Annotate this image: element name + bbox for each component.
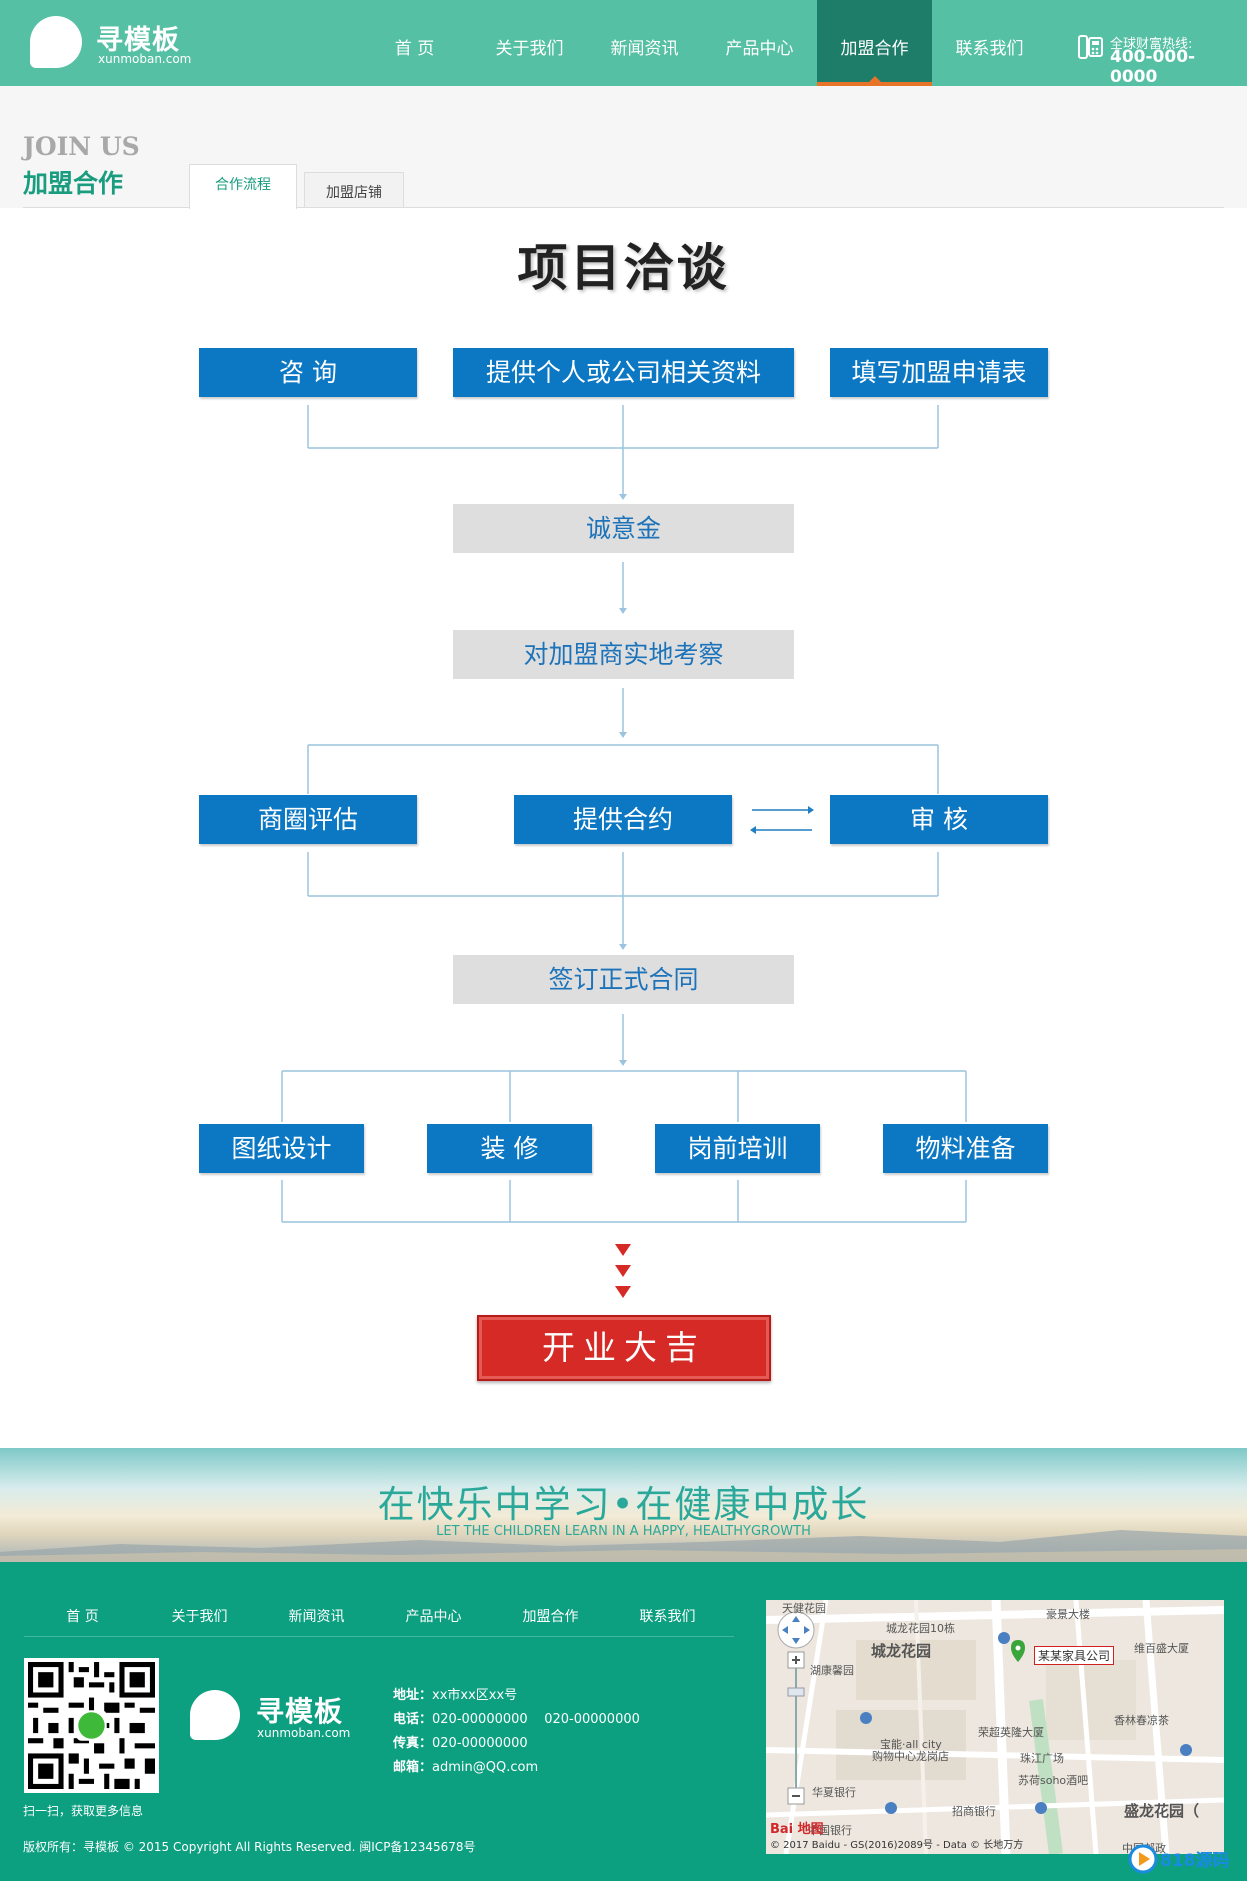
map-label: 豪景大楼 — [1046, 1608, 1090, 1621]
address-value: xx市xx区xx号 — [432, 1688, 518, 1703]
footer-nav-contact[interactable]: 联系我们 — [639, 1609, 696, 1625]
phone-label: 电话： — [393, 1712, 433, 1727]
step-provide-contract: 提供合约 — [514, 795, 732, 844]
map-company-label[interactable]: 某某家具公司 — [1034, 1646, 1115, 1665]
map-label: 苏荷soho酒吧 — [1018, 1774, 1089, 1787]
step-sign-contract: 签订正式合同 — [453, 955, 794, 1004]
fax-value: 020-00000000 — [432, 1736, 528, 1751]
source-watermark: 818源码 — [1128, 1844, 1238, 1874]
hotline: 全球财富热线: 400-000-0000 — [1076, 30, 1241, 87]
step-grand-opening: 开业大吉 — [477, 1315, 771, 1381]
email-label: 邮箱： — [393, 1760, 433, 1775]
footer-logo-subtitle: xunmoban.com — [257, 1726, 351, 1740]
qr-caption: 扫一扫，获取更多信息 — [23, 1804, 144, 1818]
phone-row: 电话：020-00000000 020-00000000 — [393, 1708, 640, 1732]
flow-connectors — [281, 405, 967, 1298]
main-nav: 首 页 关于我们 新闻资讯 产品中心 加盟合作 联系我们 — [357, 0, 1047, 86]
logo-title: 寻模板 — [96, 25, 180, 56]
map-label: 荣超英隆大厦 — [978, 1726, 1044, 1739]
logo-bubble-icon — [30, 16, 82, 68]
nav-home[interactable]: 首 页 — [394, 39, 435, 59]
map-copyright: © 2017 Baidu - GS(2016)2089号 - Data © 长地… — [770, 1840, 1024, 1851]
address-row: 地址：xx市xx区xx号 — [393, 1684, 640, 1708]
map-label: 招商银行 — [952, 1805, 996, 1818]
step-drawing-design: 图纸设计 — [199, 1124, 364, 1173]
email-row: 邮箱：admin@QQ.com — [393, 1756, 640, 1780]
map-pin-icon — [1011, 1640, 1025, 1662]
footer-nav-join[interactable]: 加盟合作 — [522, 1609, 579, 1625]
map-label: 华夏银行 — [812, 1786, 856, 1799]
map-label: 湖康馨园 — [810, 1664, 854, 1677]
map-label: 维百盛大厦 — [1134, 1642, 1189, 1655]
footer-nav: 首 页 关于我们 新闻资讯 产品中心 加盟合作 联系我们 — [24, 1606, 734, 1632]
copyright: 版权所有：寻模板 © 2015 Copyright All Rights Res… — [23, 1840, 476, 1854]
hotline-label: 全球财富热线: — [1110, 37, 1193, 52]
location-map[interactable]: 天健花园 豪景大楼 城龙花园10栋 城龙花园 湖康馨园 维百盛大厦 香林春凉茶 … — [766, 1600, 1224, 1854]
map-label: 城龙花园10栋 — [886, 1622, 955, 1635]
map-label: 宝能·all city — [880, 1738, 942, 1751]
map-label: 中国银行 — [808, 1824, 852, 1837]
map-label: 天健花园 — [782, 1602, 826, 1615]
slogan-cn: 在快乐中学习•在健康中成长 — [377, 1483, 870, 1526]
nav-contact[interactable]: 联系我们 — [955, 39, 1024, 59]
mountain-decoration — [0, 1530, 1247, 1562]
nav-news[interactable]: 新闻资讯 — [610, 39, 679, 59]
tab-process[interactable]: 合作流程 — [189, 164, 297, 209]
step-decoration: 装 修 — [427, 1124, 592, 1173]
step-review: 审 核 — [830, 795, 1048, 844]
play-logo-icon — [1128, 1844, 1158, 1874]
email-value[interactable]: admin@QQ.com — [432, 1760, 539, 1775]
fax-label: 传真： — [393, 1736, 433, 1751]
footer-logo-bubble-icon — [190, 1690, 240, 1740]
tab-stores[interactable]: 加盟店铺 — [304, 172, 404, 208]
watermark-text: 818源码 — [1160, 1851, 1230, 1871]
section-divider — [23, 207, 1224, 208]
step-material-prep: 物料准备 — [883, 1124, 1048, 1173]
map-label: 城龙花园 — [871, 1642, 932, 1660]
footer-nav-about[interactable]: 关于我们 — [171, 1609, 228, 1625]
nav-products[interactable]: 产品中心 — [725, 39, 794, 59]
footer-nav-news[interactable]: 新闻资讯 — [288, 1609, 345, 1625]
baidu-map-logo: Bai 地图 — [770, 1822, 824, 1837]
site-footer: 首 页 关于我们 新闻资讯 产品中心 加盟合作 联系我们 — [0, 1562, 1247, 1881]
footer-nav-products[interactable]: 产品中心 — [405, 1609, 462, 1625]
map-label: 香林春凉茶 — [1114, 1714, 1169, 1727]
wechat-qr-code — [24, 1658, 159, 1793]
footer-logo[interactable]: 寻模板 xunmoban.com — [190, 1690, 360, 1750]
fax-row: 传真：020-00000000 — [393, 1732, 640, 1756]
slogan-en: LET THE CHILDREN LEARN IN A HAPPY, HEALT… — [436, 1524, 811, 1539]
section-header: JOIN US 加盟合作 合作流程 加盟店铺 — [0, 86, 1247, 209]
map-label: 珠江广场 — [1020, 1752, 1064, 1765]
step-provide-materials: 提供个人或公司相关资料 — [453, 348, 794, 397]
section-title-cn: 加盟合作 — [23, 169, 124, 198]
footer-nav-home[interactable]: 首 页 — [66, 1609, 99, 1625]
footer-logo-title: 寻模板 — [256, 1695, 344, 1728]
map-roads — [766, 1600, 1224, 1854]
address-label: 地址： — [393, 1688, 433, 1703]
flow-title: 项目洽谈 — [517, 239, 730, 297]
step-area-evaluation: 商圈评估 — [199, 795, 417, 844]
qr-code-icon — [28, 1662, 155, 1789]
contact-info: 地址：xx市xx区xx号 电话：020-00000000 020-0000000… — [393, 1684, 640, 1780]
site-header: 寻模板 xunmoban.com 首 页 关于我们 新闻资讯 产品中心 加盟合作… — [0, 0, 1247, 87]
map-label: 盛龙花园（ — [1124, 1802, 1200, 1820]
slogan-banner: 在快乐中学习•在健康中成长 LET THE CHILDREN LEARN IN … — [0, 1448, 1247, 1562]
site-logo[interactable]: 寻模板 xunmoban.com — [30, 16, 200, 70]
hotline-number: 400-000-0000 — [1110, 47, 1196, 87]
logo-subtitle: xunmoban.com — [98, 52, 192, 66]
footer-nav-divider — [24, 1636, 734, 1637]
step-site-inspection: 对加盟商实地考察 — [453, 630, 794, 679]
step-consult: 咨 询 — [199, 348, 417, 397]
nav-join[interactable]: 加盟合作 — [817, 0, 932, 86]
phone-value: 020-00000000 020-00000000 — [432, 1712, 640, 1727]
section-title-en: JOIN US — [23, 132, 140, 161]
step-deposit: 诚意金 — [453, 504, 794, 553]
step-application-form: 填写加盟申请表 — [830, 348, 1048, 397]
map-label: 购物中心龙岗店 — [872, 1750, 949, 1763]
nav-about[interactable]: 关于我们 — [495, 39, 564, 59]
step-training: 岗前培训 — [655, 1124, 820, 1173]
phone-icon — [1078, 35, 1103, 59]
